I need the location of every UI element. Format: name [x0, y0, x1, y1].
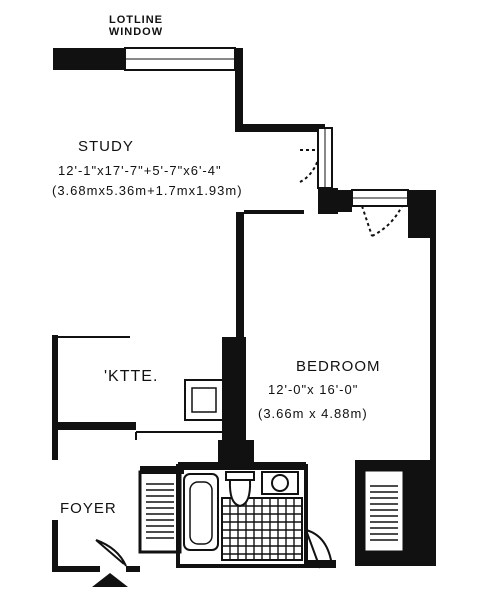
bathroom-door: [305, 529, 336, 569]
study-dims-metric: (3.68mx5.36m+1.7mx1.93m): [52, 183, 243, 198]
study-bedroom-partition: [236, 212, 244, 337]
toilet: [225, 471, 255, 508]
bedroom-window: [351, 189, 409, 237]
foyer-name: FOYER: [60, 500, 117, 517]
window-label: LOTLINE WINDOW: [103, 14, 169, 38]
study-dims-imperial: 12'-1"x17'-7"+5'-7"x6'-4": [58, 163, 222, 178]
study-side-window: [299, 127, 333, 189]
entrance-arrow: [92, 573, 128, 587]
kitchenette-name: 'KTTE.: [104, 368, 159, 385]
bedroom-name: BEDROOM: [296, 358, 381, 375]
entry-door: [52, 539, 140, 587]
bathroom-sink: [261, 471, 299, 495]
bedroom-dims-imperial: 12'-0"x 16'-0": [268, 382, 359, 397]
bathroom-tile-floor: [221, 497, 303, 561]
window-label-line1: LOTLINE: [108, 14, 164, 26]
study-name: STUDY: [78, 138, 134, 155]
bedroom-closet: [355, 460, 436, 566]
window-label-line2: WINDOW: [108, 26, 164, 38]
bathroom: [176, 462, 308, 568]
study-east-wall: [235, 48, 243, 132]
study-lower-right-wall: [318, 188, 338, 214]
bedroom-dims-metric: (3.66m x 4.88m): [258, 406, 368, 421]
lotline-window: [53, 47, 243, 71]
study-corner-wall: [235, 124, 325, 132]
left-partition: [52, 335, 136, 430]
kitchenette-counter: [135, 379, 224, 440]
bedroom-east-wall: [430, 190, 436, 460]
foyer-west-wall: [52, 430, 58, 460]
kitchenette-wall: [222, 337, 246, 447]
